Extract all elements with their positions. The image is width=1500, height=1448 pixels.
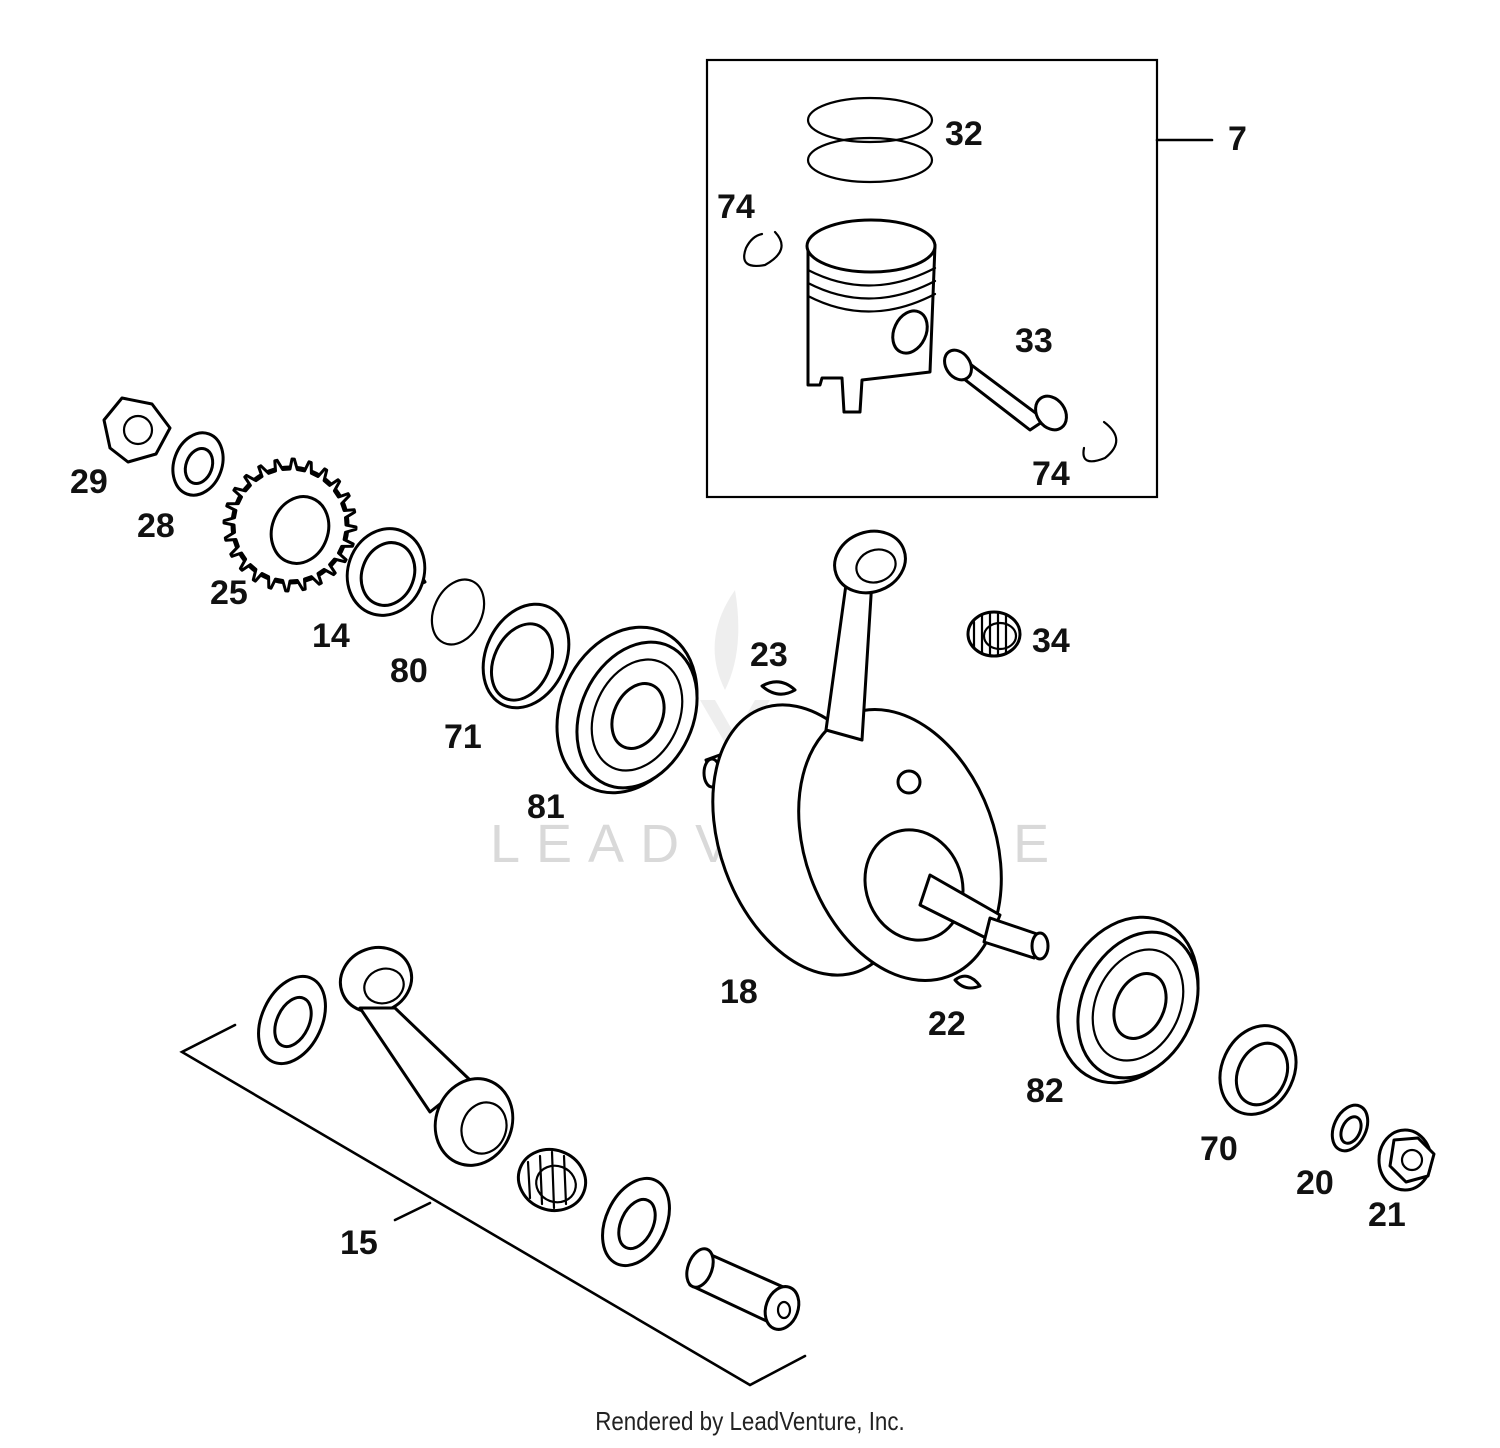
callout-33: 33: [1015, 322, 1053, 360]
washer-icon: [171, 431, 225, 497]
needle-bearing-icon: [966, 610, 1022, 658]
footer-credit: Rendered by LeadVenture, Inc.: [595, 1406, 905, 1436]
callout-71: 71: [444, 718, 482, 756]
callout-7: 7: [1228, 120, 1247, 158]
callout-14: 14: [312, 617, 350, 655]
flange-nut-icon: [1377, 1128, 1436, 1192]
crankshaft-icon: [702, 529, 1050, 983]
callout-32: 32: [945, 115, 983, 153]
circlip-icon: [1082, 420, 1118, 463]
circlip-icon: [743, 230, 783, 267]
callout-74: 74: [717, 188, 755, 226]
connecting-rod-icon: [338, 946, 515, 1167]
roller-bearing-icon: [1056, 915, 1200, 1085]
gear-icon: [222, 457, 358, 593]
bushing-icon: [345, 527, 427, 617]
o-ring-icon: [430, 578, 486, 646]
nut-icon: [102, 396, 172, 464]
callout-82: 82: [1026, 1072, 1064, 1110]
oil-seal-icon: [1218, 1024, 1298, 1116]
oil-seal-icon: [481, 602, 571, 710]
callout-15: 15: [340, 1224, 378, 1262]
callout-80: 80: [390, 652, 428, 690]
callout-70: 70: [1200, 1130, 1238, 1168]
piston-icon: [805, 218, 937, 414]
con-rod-kit-group: [179, 946, 807, 1387]
woodruff-key-icon: [953, 974, 982, 990]
callout-18: 18: [720, 973, 758, 1011]
crank-pin-icon: [685, 1247, 801, 1331]
thrust-washer-icon: [257, 974, 327, 1066]
callout-29: 29: [70, 463, 108, 501]
callout-21: 21: [1368, 1196, 1406, 1234]
callout-34: 34: [1032, 622, 1070, 660]
callout-25: 25: [210, 574, 248, 612]
woodruff-key-icon: [760, 680, 797, 696]
callout-23: 23: [750, 636, 788, 674]
callout-22: 22: [928, 1005, 966, 1043]
callout-74: 74: [1032, 455, 1070, 493]
washer-icon: [1330, 1103, 1370, 1153]
ball-bearing-icon: [555, 625, 699, 795]
thrust-washer-icon: [601, 1176, 671, 1268]
piston-kit-group: [705, 58, 1214, 499]
wrist-pin-icon: [943, 348, 1068, 432]
piston-ring-icon: [806, 96, 934, 184]
callout-81: 81: [527, 788, 565, 826]
needle-bearing-icon: [516, 1148, 588, 1212]
callout-20: 20: [1296, 1164, 1334, 1202]
callout-28: 28: [137, 507, 175, 545]
